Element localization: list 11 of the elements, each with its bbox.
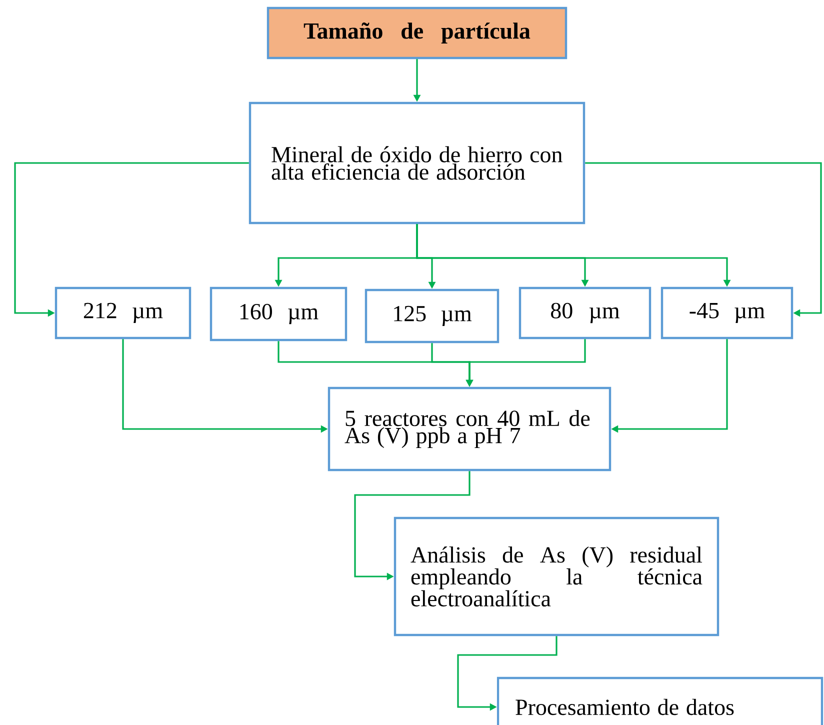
process-box: Procesamiento de datos xyxy=(496,676,824,725)
size-box: -45 µm xyxy=(660,286,794,340)
process-box: Análisis de As (V) residual empleando la técnica electroanalítica xyxy=(394,516,720,636)
size-box: 160 µm xyxy=(210,286,348,342)
arrow xyxy=(585,162,822,317)
size-box: 125 µm xyxy=(364,288,500,344)
process-box: 5 reactores con 40 mL de As (V) ppb a pH 7 xyxy=(328,386,612,472)
heading-box: Tamaño de partícula xyxy=(266,6,568,60)
size-box: 212 µm xyxy=(54,286,192,340)
size-box: 80 µm xyxy=(518,286,652,340)
process-box: Mineral de óxido de hierro con alta eficiencia de adsorción xyxy=(248,102,586,224)
